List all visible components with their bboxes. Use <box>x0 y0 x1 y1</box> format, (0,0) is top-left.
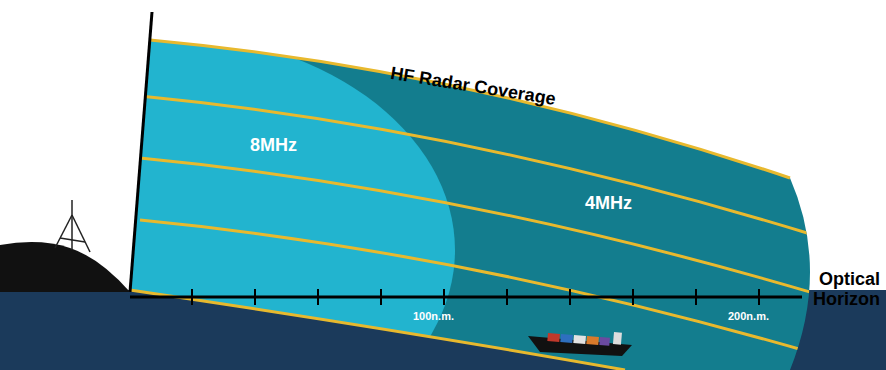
land <box>0 242 130 292</box>
frequency-label: 8MHz <box>250 136 297 156</box>
horizon-label: Optical Horizon <box>806 270 880 310</box>
coverage-top-arc <box>150 40 790 178</box>
frequency-label: 4MHz <box>585 194 632 214</box>
earth-curve <box>130 290 625 370</box>
vertical-axis <box>130 12 152 292</box>
antenna-tower <box>55 200 90 252</box>
horizon-axis <box>130 296 802 299</box>
range-label: 100n.m. <box>413 310 454 322</box>
coverage-8mhz <box>0 32 455 370</box>
range-label: 200n.m. <box>728 310 769 322</box>
range-arcs <box>140 96 830 358</box>
ship <box>528 332 632 356</box>
axis-ticks <box>192 289 759 305</box>
